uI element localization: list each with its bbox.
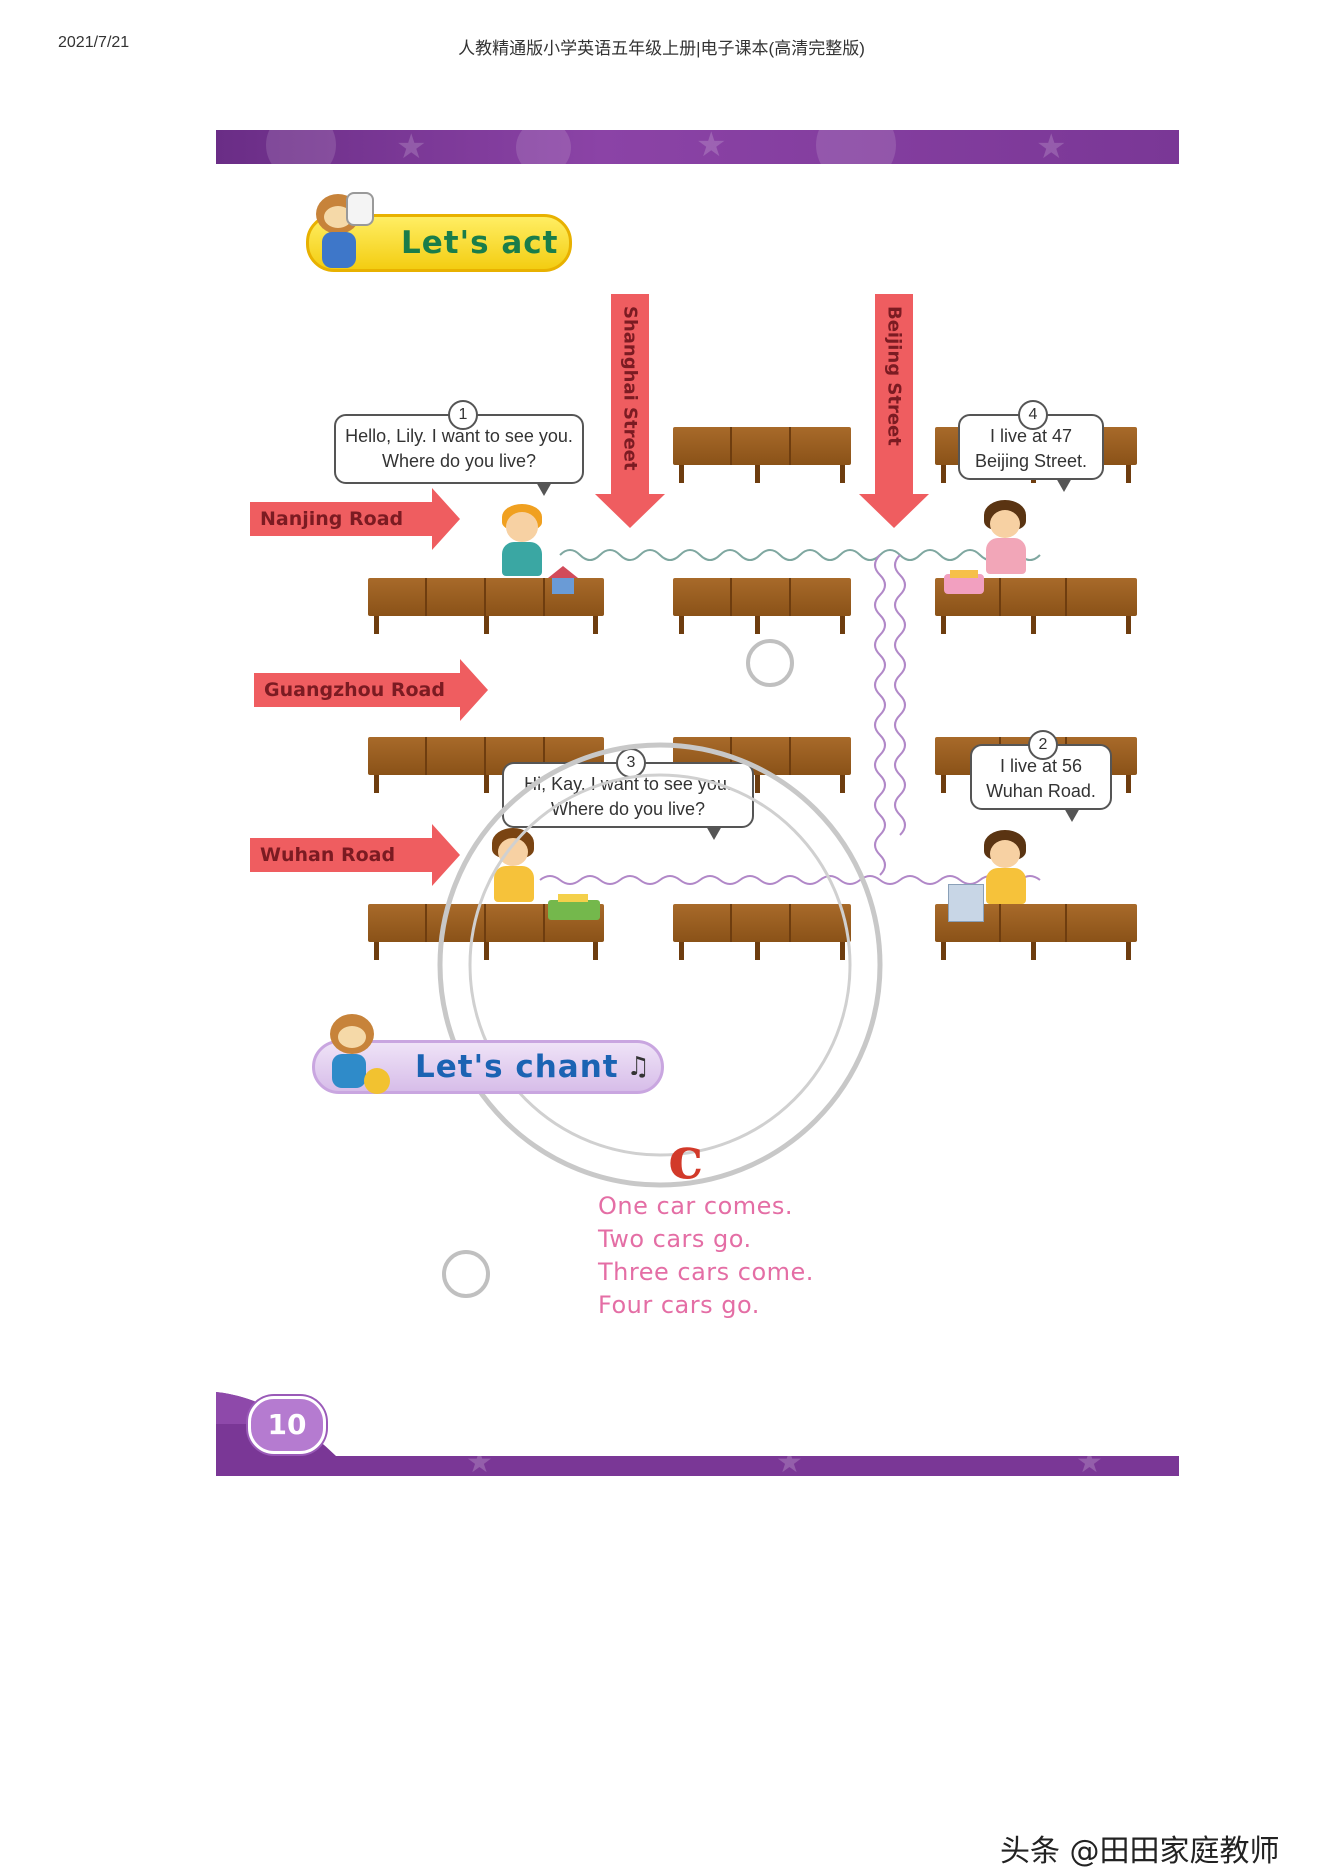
print-date: 2021/7/21 [58,34,130,51]
bubble-text-2: I live at 56 Wuhan Road. [986,756,1096,801]
bubble-number-4: 4 [1018,400,1048,430]
road-label-guangzhou: Guangzhou Road [264,679,445,701]
chant-line: Two cars go. [598,1225,752,1253]
street-arrow-beijing: Beijing Street [859,294,929,528]
headphones-icon: ♫ [626,1052,651,1082]
bottom-decorative-band: ★ ★ ★ [216,1392,1179,1476]
chant-line: One car comes. [598,1192,794,1220]
street-label-beijing: Beijing Street [883,306,905,446]
lets-act-title: Let's act [401,225,559,261]
girl-on-phone-icon [980,500,1036,574]
footer-watermark-text: 头条 @田田家庭教师 [1000,1834,1280,1869]
house-icon [548,566,578,594]
building-block [673,427,851,483]
bubble-number-1: 1 [448,400,478,430]
lets-chant-title: Let's chant [415,1049,619,1085]
monkey-mascot-icon [300,190,380,270]
chant-line: Four cars go. [598,1291,760,1319]
house-icon [548,894,600,920]
bubble-text-1: Hello, Lily. I want to see you. Where do… [345,426,573,471]
svg-text:★: ★ [776,1446,803,1476]
girl-kay-on-phone-icon [488,828,544,902]
page-number-badge: 10 [248,1396,326,1454]
boy-on-phone-icon [498,504,554,576]
speech-bubble-2: 2 I live at 56 Wuhan Road. [970,730,1112,822]
house-icon [944,570,984,594]
girl-lily-on-phone-icon [980,830,1036,904]
lets-chant-banner: Let's chant ♫ [312,1040,664,1094]
monkey-with-cymbal-icon [310,1012,392,1096]
bubble-number-3: 3 [616,748,646,778]
bubble-number-2: 2 [1028,730,1058,760]
svg-text:★: ★ [466,1446,493,1476]
speech-bubble-3: 3 Hi, Kay. I want to see you. Where do y… [502,748,754,840]
document-title: 人教精通版小学英语五年级上册|电子课本(高清完整版) [458,39,865,58]
chant-letter: c [668,1124,704,1192]
bubble-text-4: I live at 47 Beijing Street. [974,426,1088,471]
road-label-nanjing: Nanjing Road [260,508,404,530]
building-block [673,578,851,634]
svg-text:★: ★ [1076,1446,1103,1476]
building-icon [948,884,984,922]
top-decorative-band: ★ ★ ★ [216,130,1179,164]
speech-bubble-4: 4 I live at 47 Beijing Street. [958,400,1104,492]
chant-line: Three cars come. [598,1258,814,1286]
bubble-text-3: Hi, Kay. I want to see you. Where do you… [524,774,732,819]
road-arrow-nanjing: Nanjing Road [250,488,460,550]
road-label-wuhan: Wuhan Road [260,844,396,866]
speech-bubble-1: 1 Hello, Lily. I want to see you. Where … [334,400,584,496]
road-arrow-guangzhou: Guangzhou Road [254,659,488,721]
street-arrow-shanghai: Shanghai Street [595,294,665,528]
street-label-shanghai: Shanghai Street [619,306,641,471]
